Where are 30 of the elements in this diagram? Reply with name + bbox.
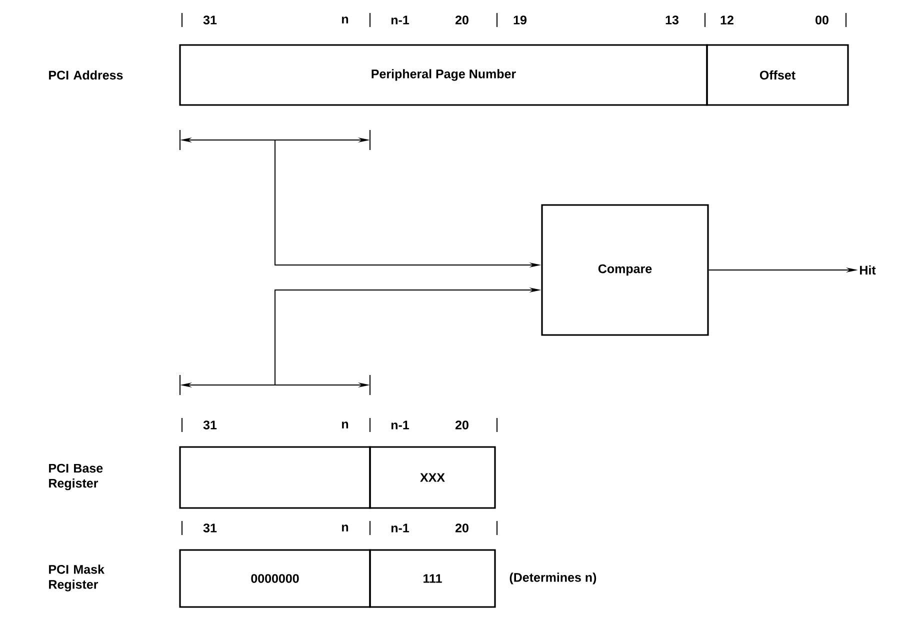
compare-box: Compare xyxy=(541,204,709,336)
register-field: Peripheral Page Number xyxy=(179,44,708,106)
bit-number: 20 xyxy=(456,420,468,430)
bit-number: n-1 xyxy=(391,420,410,430)
register-field xyxy=(179,446,371,509)
bit-number: 12 xyxy=(720,16,734,24)
register-field: 111 xyxy=(369,549,496,608)
bit-number: 31 xyxy=(203,16,217,24)
bit-number: 20 xyxy=(456,524,468,532)
span-bracket xyxy=(180,130,370,150)
note-text: (Determines n) xyxy=(510,572,596,584)
bit-number: n-1 xyxy=(391,16,410,24)
bit-number: 31 xyxy=(203,420,217,430)
span-bracket xyxy=(180,374,370,396)
bit-number: n xyxy=(342,422,348,428)
bit-number: 00 xyxy=(816,16,828,24)
bit-number: 20 xyxy=(456,16,468,24)
register-field: 0000000 xyxy=(179,549,371,608)
bit-number: n xyxy=(342,16,348,24)
bit-number: 31 xyxy=(203,524,217,532)
bit-number: n-1 xyxy=(391,524,410,532)
register-name: PCI Mask Register xyxy=(49,564,104,592)
register-name: PCI Address xyxy=(49,70,123,80)
output-label: Hit xyxy=(860,265,876,275)
register-name: PCI Base Register xyxy=(49,464,103,490)
register-field: XXX xyxy=(369,446,496,509)
bit-number: 19 xyxy=(514,16,526,24)
bit-number: 13 xyxy=(666,16,678,24)
bit-number: n xyxy=(342,524,348,532)
register-field: Offset xyxy=(706,44,849,106)
